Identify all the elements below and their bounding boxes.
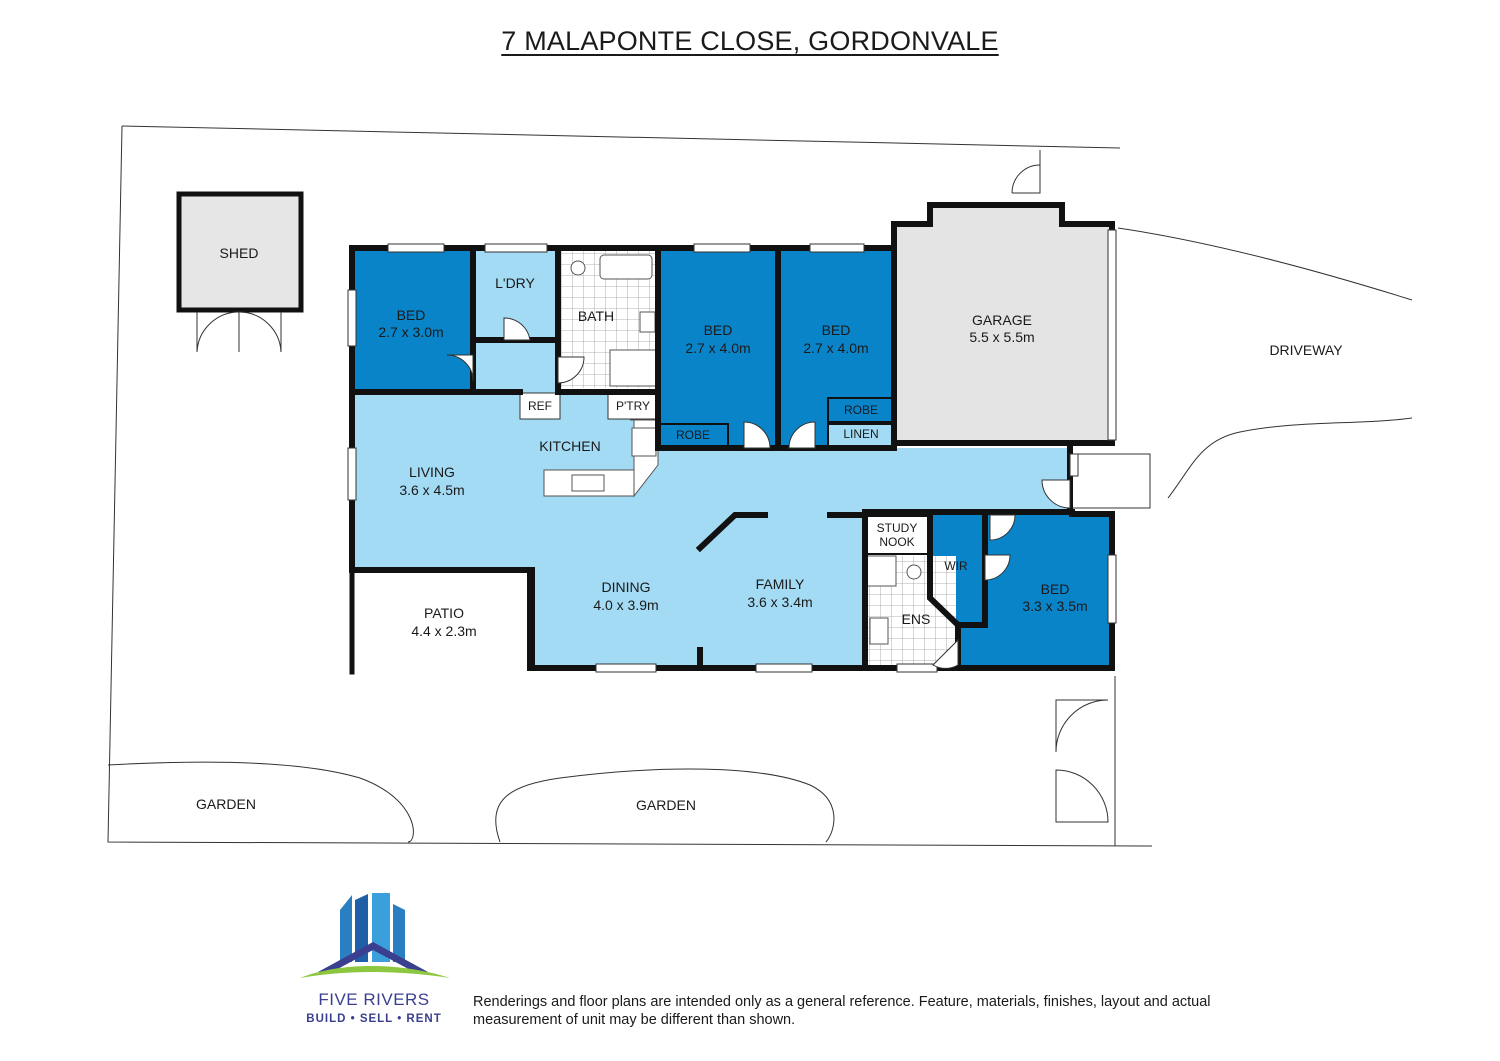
bed4-size: 3.3 x 3.5m — [1022, 598, 1087, 614]
page-title: 7 MALAPONTE CLOSE, GORDONVALE — [0, 26, 1500, 57]
garden-left-label: GARDEN — [196, 796, 256, 812]
ensuite-label: ENS — [902, 611, 931, 627]
garage-label: GARAGE — [972, 312, 1032, 328]
garage-size: 5.5 x 5.5m — [969, 329, 1034, 345]
gate-bottom — [1055, 699, 1109, 823]
bed4-label: BED — [1041, 581, 1070, 597]
robe1-label: ROBE — [676, 428, 710, 442]
study-label-line2: NOOK — [879, 535, 914, 549]
shed-doors — [196, 311, 282, 353]
five-rivers-logo: FIVE RIVERS BUILD • SELL • RENT — [300, 893, 450, 1025]
shed — [176, 191, 304, 313]
hall-strip — [473, 340, 558, 392]
ref-label: REF — [528, 399, 552, 413]
shed-label: SHED — [220, 245, 259, 261]
logo-tagline: BUILD • SELL • RENT — [306, 1013, 441, 1025]
ensuite-shower — [865, 555, 897, 587]
bath-label: BATH — [578, 308, 614, 324]
toilet-icon — [570, 260, 586, 276]
kitchen-label: KITCHEN — [539, 438, 600, 454]
kitchen-sink — [571, 474, 605, 492]
bed1-size: 2.7 x 3.0m — [378, 324, 443, 340]
garden-right-label: GARDEN — [636, 797, 696, 813]
shower — [609, 349, 657, 387]
family-size: 3.6 x 3.4m — [747, 594, 812, 610]
dining-size: 4.0 x 3.9m — [593, 597, 658, 613]
ensuite-toilet-icon — [906, 564, 922, 580]
pantry-label: P'TRY — [616, 399, 650, 413]
driveway-label: DRIVEWAY — [1269, 342, 1343, 358]
garden-bed-left — [107, 761, 414, 843]
logo-brand: FIVE RIVERS — [318, 990, 429, 1009]
study-nook — [865, 515, 929, 555]
bed3-label: BED — [822, 322, 851, 338]
building-icon — [300, 893, 450, 978]
patio-size: 4.4 x 2.3m — [411, 623, 476, 639]
bedroom-2 — [658, 248, 778, 448]
site-boundary — [107, 125, 1413, 847]
ensuite-vanity — [869, 617, 889, 645]
living-label: LIVING — [409, 464, 455, 480]
linen-label: LINEN — [843, 427, 878, 441]
page-title-text: 7 MALAPONTE CLOSE, GORDONVALE — [501, 26, 999, 56]
garage — [894, 205, 1112, 440]
bed3-size: 2.7 x 4.0m — [803, 340, 868, 356]
bed1-label: BED — [397, 307, 426, 323]
entry-porch — [1069, 453, 1151, 509]
fridge-space — [519, 392, 561, 420]
disclaimer-text: Renderings and floor plans are intended … — [473, 994, 1211, 1028]
robe2-label: ROBE — [844, 403, 878, 417]
bed2-size: 2.7 x 4.0m — [685, 340, 750, 356]
garden-bed-right — [495, 768, 835, 843]
family-label: FAMILY — [756, 576, 805, 592]
patio-label: PATIO — [424, 605, 464, 621]
windows — [347, 229, 1117, 673]
bedroom-1 — [352, 248, 473, 392]
bed2-label: BED — [704, 322, 733, 338]
living-size: 3.6 x 4.5m — [399, 482, 464, 498]
gate-top — [1011, 150, 1041, 194]
pantry — [607, 392, 659, 420]
wir-label: WIR — [944, 559, 968, 573]
laundry-label: L'DRY — [495, 275, 535, 291]
patio — [348, 572, 530, 672]
dining-label: DINING — [602, 579, 651, 595]
study-label-line1: STUDY — [877, 521, 918, 535]
bedroom-4 — [930, 515, 1112, 667]
cooktop — [631, 427, 657, 457]
bath-tub — [599, 254, 653, 280]
living-area — [352, 340, 1070, 667]
door-swings — [446, 317, 1071, 669]
bath-vanity — [639, 311, 656, 333]
